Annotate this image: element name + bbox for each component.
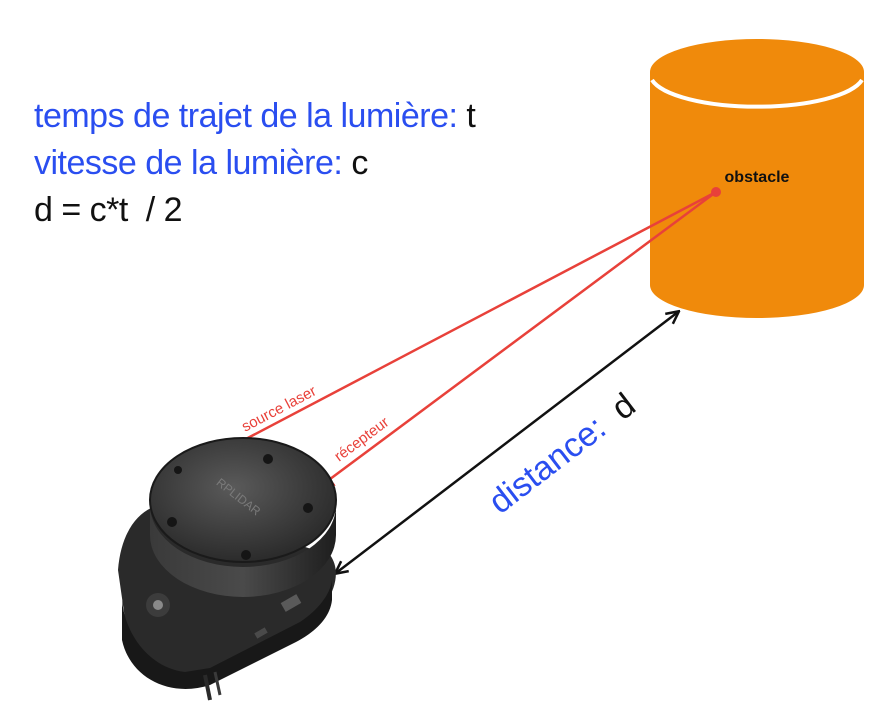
light-speed-label: vitesse de la lumière:	[34, 144, 343, 182]
source-laser-label: source laser	[239, 383, 319, 436]
obstacle-label: obstacle	[725, 169, 790, 186]
light-speed-line: vitesse de la lumière: c	[34, 143, 368, 183]
travel-time-label: temps de trajet de la lumière:	[34, 97, 458, 135]
distance-equation: d = c*t / 2	[34, 191, 183, 229]
laser-emit-beam	[243, 190, 717, 442]
distance-label: distance:	[482, 409, 613, 522]
lidar-device	[118, 437, 337, 701]
distance-arrow	[336, 312, 678, 573]
laser-return-beam	[316, 190, 717, 490]
distance-text: distance: d	[482, 386, 643, 522]
distance-symbol: d	[605, 386, 643, 428]
light-speed-symbol: c	[351, 144, 368, 182]
travel-time-symbol: t	[466, 97, 476, 135]
travel-time-line: temps de trajet de la lumière: t	[34, 96, 476, 136]
obstacle-cylinder	[650, 39, 864, 318]
